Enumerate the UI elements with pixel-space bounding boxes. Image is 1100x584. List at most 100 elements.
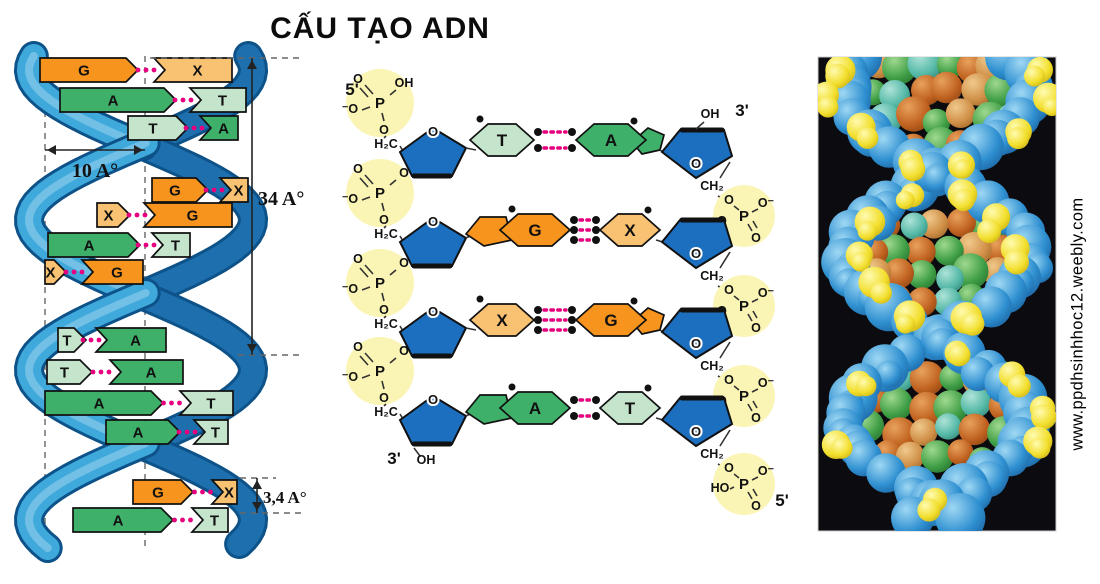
svg-text:O: O	[428, 124, 438, 139]
svg-text:H₂C: H₂C	[374, 317, 398, 331]
svg-text:O: O	[353, 162, 363, 176]
svg-text:A: A	[605, 131, 617, 150]
svg-text:T: T	[60, 365, 69, 382]
svg-text:P: P	[739, 208, 749, 225]
svg-text:X: X	[224, 485, 234, 502]
page-title: CẤU TẠO ADN	[270, 12, 490, 45]
svg-text:O: O	[353, 72, 363, 86]
svg-text:CH₂: CH₂	[700, 359, 724, 373]
svg-text:H₂C: H₂C	[374, 405, 398, 419]
svg-text:5': 5'	[775, 491, 789, 510]
svg-text:X: X	[233, 183, 243, 200]
svg-text:T: T	[625, 399, 636, 418]
svg-text:⁻O: ⁻O	[342, 282, 359, 296]
svg-text:P: P	[375, 95, 385, 112]
svg-text:OH: OH	[395, 76, 414, 90]
svg-text:OH: OH	[701, 107, 720, 121]
svg-text:O: O	[379, 391, 389, 405]
svg-text:O: O	[691, 246, 701, 261]
svg-text:G: G	[169, 183, 181, 200]
nucleotide-structure-svg: O⁻OOHOPH₂COTAOCH₂OO⁻OOP5'OH3'O⁻OOOPH₂COG…	[342, 69, 789, 515]
svg-text:3': 3'	[387, 449, 401, 468]
svg-text:A: A	[133, 425, 144, 442]
svg-text:O: O	[428, 392, 438, 407]
svg-text:P: P	[375, 185, 385, 202]
svg-text:3,4 A°: 3,4 A°	[263, 488, 307, 507]
svg-text:P: P	[375, 275, 385, 292]
space-filling-model-photo	[813, 0, 1063, 584]
svg-text:A: A	[146, 365, 157, 382]
svg-text:OH: OH	[417, 453, 436, 467]
svg-text:O: O	[751, 231, 761, 245]
svg-text:O: O	[353, 340, 363, 354]
svg-text:T: T	[206, 396, 215, 413]
svg-text:3': 3'	[735, 101, 749, 120]
svg-text:⁻O: ⁻O	[342, 192, 359, 206]
svg-text:X: X	[624, 221, 636, 240]
svg-text:O: O	[724, 461, 734, 475]
svg-text:O: O	[399, 344, 409, 358]
svg-text:O: O	[428, 304, 438, 319]
svg-text:O: O	[379, 303, 389, 317]
svg-text:T: T	[62, 333, 71, 350]
svg-text:T: T	[210, 513, 219, 530]
svg-text:O: O	[751, 321, 761, 335]
svg-text:P: P	[739, 298, 749, 315]
svg-text:O: O	[724, 373, 734, 387]
svg-text:A: A	[130, 333, 141, 350]
svg-text:X: X	[496, 311, 508, 330]
svg-text:H₂C: H₂C	[374, 227, 398, 241]
svg-text:T: T	[497, 131, 508, 150]
svg-text:O: O	[353, 252, 363, 266]
svg-text:O: O	[379, 213, 389, 227]
svg-text:T: T	[148, 121, 157, 138]
svg-text:O: O	[428, 214, 438, 229]
svg-text:CH₂: CH₂	[700, 179, 724, 193]
svg-text:10 A°: 10 A°	[72, 160, 118, 182]
svg-text:X: X	[192, 63, 202, 80]
svg-text:⁻O: ⁻O	[342, 370, 359, 384]
svg-text:G: G	[187, 208, 199, 225]
watermark-column: www.ppdhsinhhoc12.weebly.com	[1056, 0, 1100, 579]
svg-text:A: A	[84, 238, 95, 255]
svg-text:T: T	[171, 238, 180, 255]
svg-text:5': 5'	[345, 80, 359, 99]
svg-text:T: T	[218, 93, 227, 110]
svg-text:T: T	[211, 425, 220, 442]
svg-text:A: A	[113, 513, 124, 530]
svg-text:A: A	[218, 121, 229, 138]
svg-text:O: O	[751, 411, 761, 425]
svg-text:34 A°: 34 A°	[258, 188, 304, 210]
svg-text:G: G	[152, 485, 164, 502]
svg-text:O: O	[399, 256, 409, 270]
svg-text:CH₂: CH₂	[700, 269, 724, 283]
nucleotide-structure-diagram: O⁻OOHOPH₂COTAOCH₂OO⁻OOP5'OH3'O⁻OOOPH₂COG…	[330, 0, 813, 584]
svg-text:P: P	[739, 388, 749, 405]
svg-text:O⁻: O⁻	[758, 376, 775, 390]
space-filling-model-svg	[817, 56, 1057, 532]
svg-text:CH₂: CH₂	[700, 447, 724, 461]
svg-text:O: O	[724, 193, 734, 207]
svg-text:P: P	[375, 363, 385, 380]
svg-text:G: G	[604, 311, 617, 330]
svg-text:O: O	[691, 156, 701, 171]
svg-text:O⁻: O⁻	[758, 196, 775, 210]
svg-text:G: G	[78, 63, 90, 80]
svg-text:A: A	[108, 93, 119, 110]
svg-text:O⁻: O⁻	[758, 286, 775, 300]
svg-text:G: G	[528, 221, 541, 240]
svg-text:O⁻: O⁻	[758, 464, 775, 478]
svg-text:A: A	[94, 396, 105, 413]
watermark-url: www.ppdhsinhhoc12.weebly.com	[1068, 197, 1087, 451]
svg-text:O: O	[691, 424, 701, 439]
svg-text:O: O	[691, 336, 701, 351]
svg-text:O: O	[724, 283, 734, 297]
svg-text:G: G	[111, 265, 123, 282]
svg-text:A: A	[529, 399, 541, 418]
svg-text:O: O	[751, 499, 761, 513]
svg-text:P: P	[739, 476, 749, 493]
svg-text:H₂C: H₂C	[374, 137, 398, 151]
svg-text:O: O	[399, 166, 409, 180]
